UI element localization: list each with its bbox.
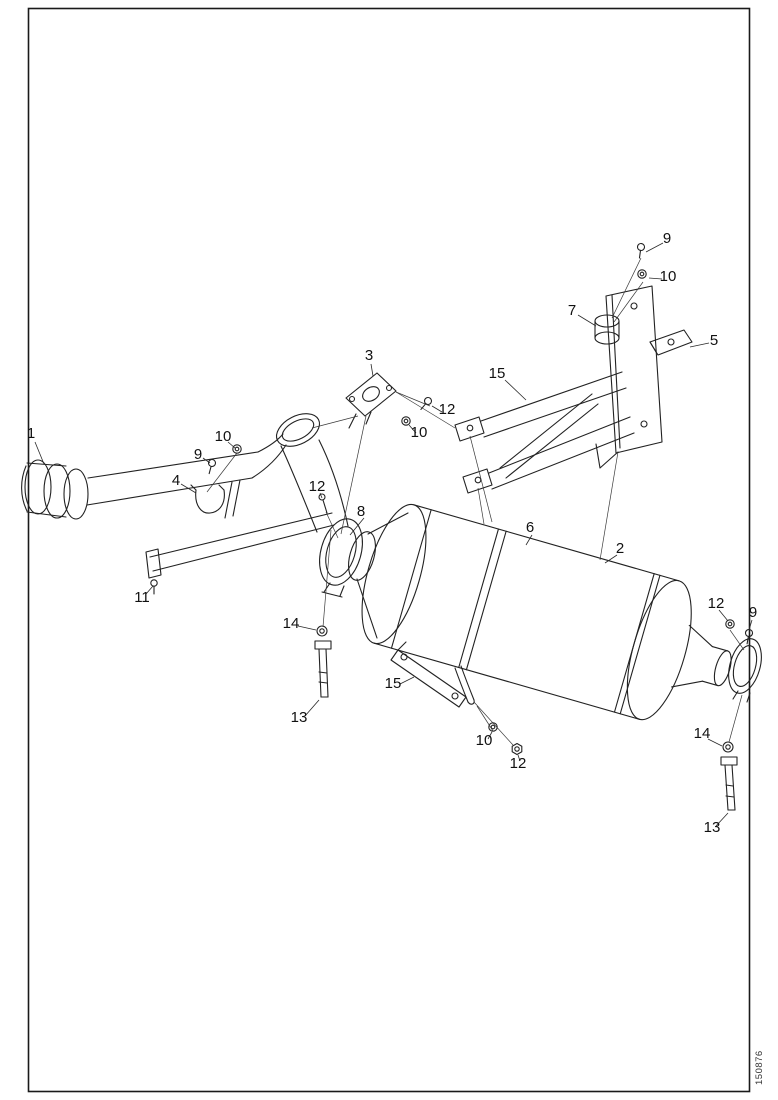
callout-c20: 9 — [749, 604, 757, 621]
callout-c14: 8 — [357, 503, 365, 520]
part-mounting-frame — [454, 285, 663, 494]
callout-c11: 9 — [194, 446, 202, 463]
nut-12-bottom — [511, 742, 523, 756]
washer-10-left — [232, 444, 242, 454]
callout-c10: 10 — [215, 428, 232, 445]
callout-c07: 12 — [439, 401, 456, 418]
callout-c24: 12 — [510, 755, 527, 772]
callout-c19: 12 — [708, 595, 725, 612]
callout-labels: 9 10 7 5 3 15 12 10 1 10 9 4 12 8 6 2 11… — [27, 230, 757, 836]
page-border — [27, 7, 751, 1093]
callout-c17: 11 — [134, 589, 150, 606]
part-v-band-clamp — [319, 518, 363, 598]
callout-c13: 12 — [309, 478, 326, 495]
callout-c16: 2 — [616, 540, 624, 557]
bolt-13-left — [314, 640, 332, 698]
part-rubber-mount — [594, 314, 620, 345]
washer-14-left — [316, 625, 328, 637]
part-lower-bracket — [390, 641, 467, 708]
washer-10-top — [637, 269, 647, 279]
drawing-number: 150876 — [754, 1050, 765, 1085]
callout-c02: 10 — [660, 268, 677, 285]
callout-c05: 3 — [365, 347, 373, 364]
callout-c12: 4 — [172, 472, 180, 489]
callout-c18: 14 — [283, 615, 300, 632]
part-hanger-strap — [145, 479, 335, 595]
callout-c01: 9 — [663, 230, 671, 247]
callout-c15: 6 — [526, 519, 534, 536]
part-inlet-flex-pipe — [21, 459, 89, 520]
callout-c26: 13 — [704, 819, 721, 836]
callout-c06: 15 — [489, 365, 506, 382]
callout-leader-lines — [34, 242, 753, 827]
part-band-hook-bolt — [454, 665, 475, 705]
washer-14-right — [722, 741, 734, 753]
callout-c21: 15 — [385, 675, 402, 692]
bolt-13-right — [720, 756, 738, 811]
bolt-9-top — [635, 242, 646, 259]
part-outlet-clamp — [728, 638, 762, 703]
callout-c25: 14 — [694, 725, 711, 742]
callout-c04: 5 — [710, 332, 718, 349]
callout-c08: 10 — [411, 424, 428, 441]
part-support-bracket — [649, 329, 693, 356]
part-front-pipe — [86, 413, 349, 533]
callout-c22: 13 — [291, 709, 308, 726]
alignment-lines — [206, 257, 745, 746]
stud-12-left — [318, 493, 328, 514]
part-muffler-body — [361, 503, 732, 721]
callout-c23: 10 — [476, 732, 493, 749]
bolt-9-right — [743, 628, 754, 645]
fasteners — [205, 242, 754, 811]
part-flange-bracket — [345, 372, 397, 429]
washer-12-right — [725, 619, 735, 629]
washer-10-flange — [401, 416, 411, 426]
part-pipe-clamp — [190, 484, 225, 514]
callout-c09: 1 — [27, 425, 35, 442]
callout-c03: 7 — [568, 302, 576, 319]
